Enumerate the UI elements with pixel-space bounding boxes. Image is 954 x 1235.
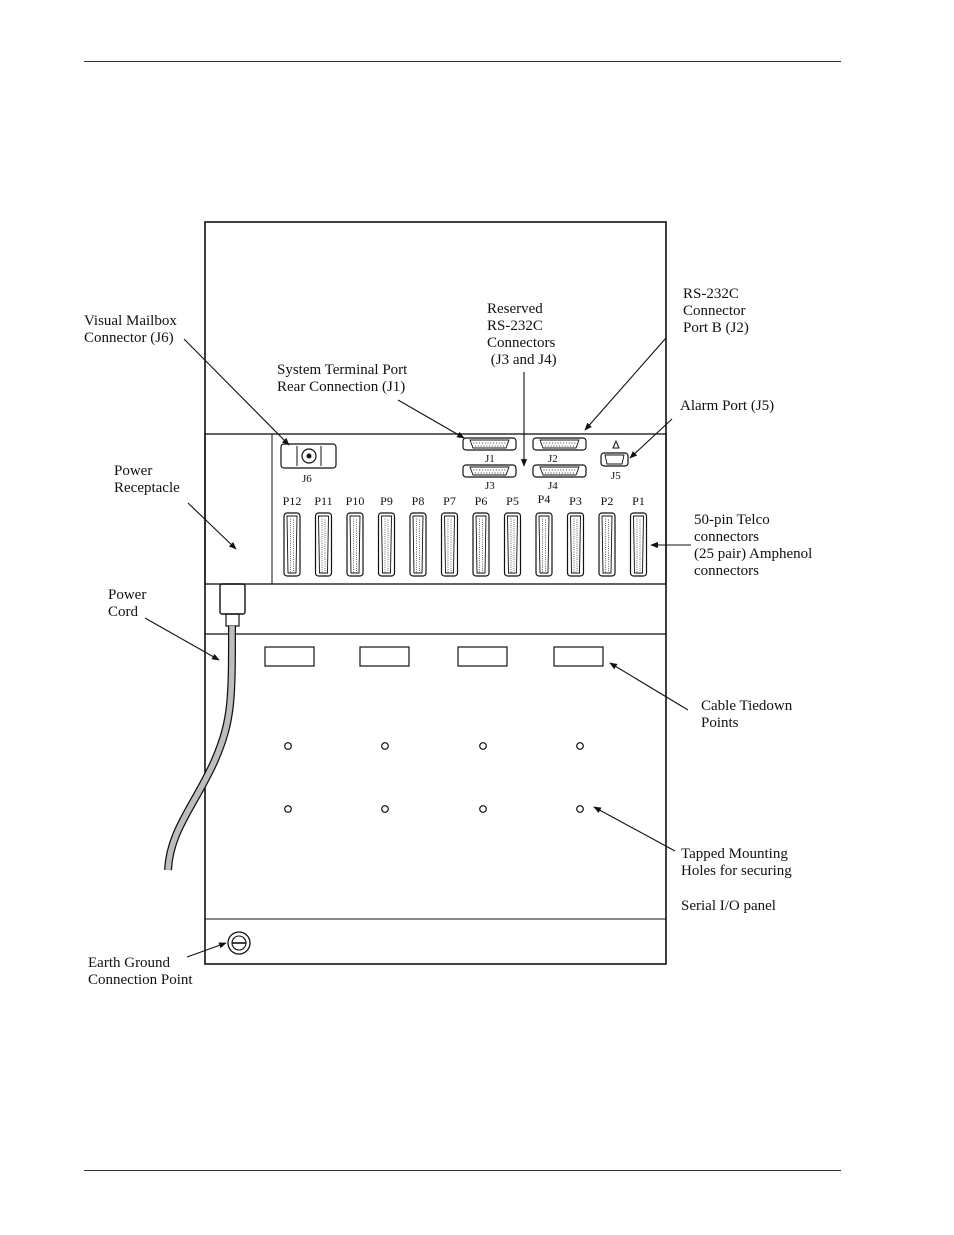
telco-label-p3: P3 [569, 494, 582, 508]
arrow-earth-ground [186, 942, 227, 958]
label-system-terminal: System Terminal Port Rear Connection (J1… [277, 362, 408, 395]
telco-connector-row: P12 P11 P10 P9 P8 P7 P6 P5 P4 P3 P2 P1 [283, 492, 648, 577]
cabinet-outline [204, 221, 667, 965]
label-telco-connectors: 50-pin Telco connectors (25 pair) Amphen… [694, 512, 813, 579]
telco-label-p9: P9 [380, 494, 393, 508]
j1-connector [462, 437, 517, 451]
arrow-tapped-holes [593, 806, 676, 852]
footer-rule [84, 1170, 841, 1171]
tiedown-slot-4 [553, 646, 604, 667]
j5-connector [600, 439, 629, 467]
earth-ground-screw [227, 931, 251, 955]
j2-label: J2 [548, 453, 558, 465]
telco-label-p5: P5 [506, 494, 519, 508]
j5-label: J5 [611, 470, 621, 482]
j2-connector [532, 437, 587, 451]
telco-label-p7: P7 [443, 494, 456, 508]
j4-connector [532, 464, 587, 478]
arrow-power-cord [144, 617, 220, 661]
tiedown-slot-2 [359, 646, 410, 667]
label-tapped-holes: Tapped Mounting Holes for securing [681, 846, 792, 879]
power-plug [219, 583, 246, 627]
arrow-port-b [584, 337, 667, 431]
telco-connector-p12 [283, 512, 301, 577]
telco-label-p8: P8 [412, 494, 425, 508]
telco-connector-p7 [440, 512, 459, 577]
label-serial-io: Serial I/O panel [681, 898, 776, 914]
telco-connector-p3 [566, 512, 585, 577]
connector-panel [204, 433, 667, 585]
telco-connector-p5 [503, 512, 522, 577]
telco-label-p2: P2 [601, 494, 614, 508]
j6-connector [280, 443, 337, 469]
label-alarm-port: Alarm Port (J5) [680, 398, 775, 414]
arrow-power-receptacle [187, 502, 237, 550]
telco-label-p1: P1 [632, 494, 645, 508]
tiedown-slot-1 [264, 646, 315, 667]
telco-label-p4: P4 [538, 492, 551, 506]
telco-connector-p10 [346, 512, 364, 577]
j3-connector [462, 464, 517, 478]
label-earth-ground: Earth Ground Connection Point [88, 955, 193, 988]
arrow-tiedown [609, 662, 689, 711]
label-power-receptacle: Power Receptacle [114, 463, 180, 496]
j3-label: J3 [485, 480, 495, 492]
telco-label-p11: P11 [314, 494, 332, 508]
label-power-cord: Power Cord [108, 587, 147, 620]
telco-label-p10: P10 [346, 494, 365, 508]
tiedown-slot-3 [457, 646, 508, 667]
arrow-alarm [629, 418, 673, 459]
telco-connector-p6 [472, 512, 490, 577]
j1-label: J1 [485, 453, 495, 465]
telco-connector-p11 [314, 512, 333, 577]
telco-label-p12: P12 [283, 494, 302, 508]
mounting-holes [284, 742, 584, 813]
label-cable-tiedown: Cable Tiedown Points [701, 698, 793, 731]
j4-label: J4 [548, 480, 558, 492]
label-reserved-rs232: Reserved RS-232C Connectors (J3 and J4) [487, 301, 557, 368]
telco-label-p6: P6 [475, 494, 488, 508]
arrow-system-terminal [397, 399, 465, 439]
label-visual-mailbox: Visual Mailbox Connector (J6) [84, 313, 177, 346]
arrow-visual-mailbox [183, 338, 290, 446]
j6-label: J6 [302, 473, 312, 485]
telco-connector-p9 [377, 512, 396, 577]
telco-connector-p2 [598, 512, 616, 577]
label-rs232-port-b: RS-232C Connector Port B (J2) [683, 286, 749, 336]
header-rule [84, 61, 841, 62]
telco-connector-p8 [409, 512, 427, 577]
telco-connector-p1 [629, 512, 648, 577]
telco-connector-p4 [535, 512, 553, 577]
